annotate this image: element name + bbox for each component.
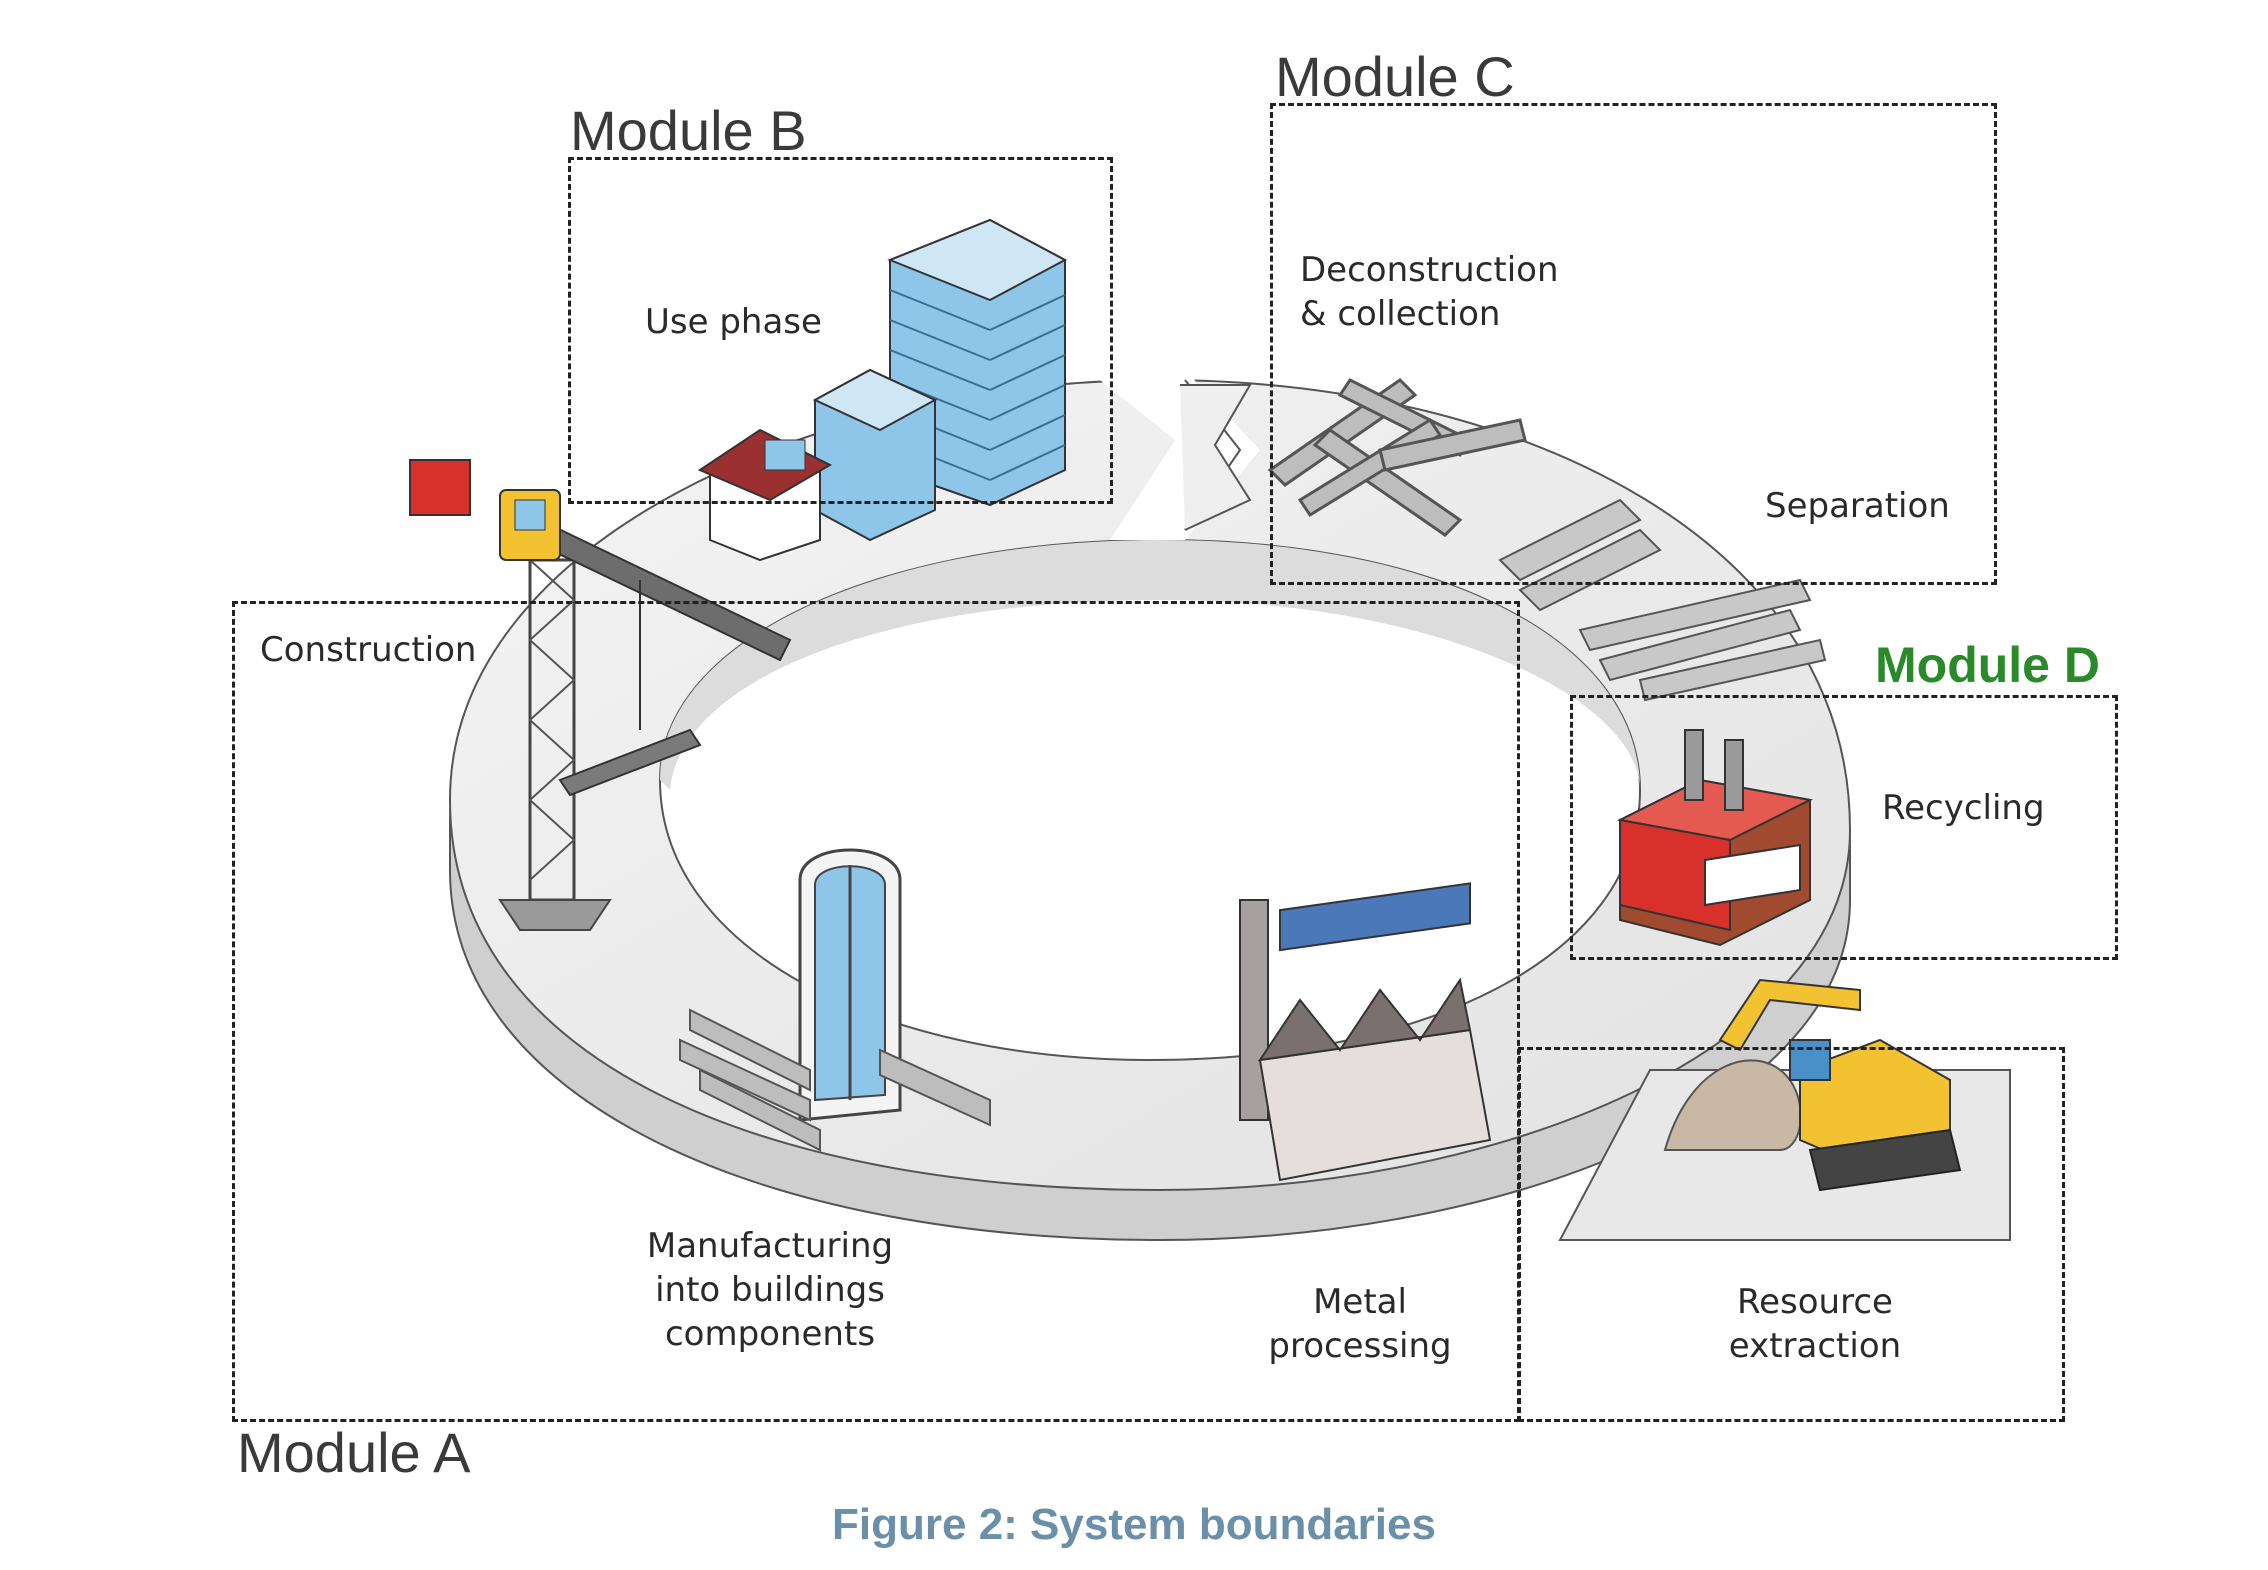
building-components-icon	[679, 848, 991, 1152]
buildings-icon	[697, 218, 1068, 562]
deconstruction-debris-icon	[1267, 378, 1527, 537]
construction-label: Construction	[260, 630, 477, 670]
manufacturing-label: Manufacturing into buildings components	[646, 1226, 894, 1354]
deconstruction-label: Deconstruction & collection	[1300, 250, 1559, 334]
metal-processing-label: Metal processing	[1268, 1282, 1452, 1366]
ring-arrow-tail	[1180, 384, 1252, 531]
use-phase-label: Use phase	[645, 302, 822, 342]
recycling-label: Recycling	[1882, 788, 2045, 828]
resource-extraction-boundary	[1518, 1047, 2065, 1422]
separation-label: Separation	[1765, 486, 1950, 526]
module-c-title: Module C	[1275, 45, 1515, 108]
separation-stacks-icon	[1498, 498, 1827, 702]
factory-icon	[1239, 882, 1492, 1182]
module-a-title: Module A	[237, 1421, 471, 1484]
module-d-title: Module D	[1875, 637, 2100, 693]
crane-icon	[409, 459, 792, 931]
recycling-furnace-icon	[1616, 729, 1814, 947]
module-b-title: Module B	[570, 99, 807, 162]
resource-extraction-label: Resource extraction	[1728, 1282, 1902, 1366]
module-a-boundary	[232, 601, 1520, 1422]
figure-caption: Figure 2: System boundaries	[832, 1500, 1436, 1549]
excavator-icon	[1663, 978, 1962, 1192]
module-d-boundary	[1570, 695, 2118, 960]
module-b-boundary	[568, 157, 1113, 504]
module-c-boundary	[1270, 103, 1997, 585]
